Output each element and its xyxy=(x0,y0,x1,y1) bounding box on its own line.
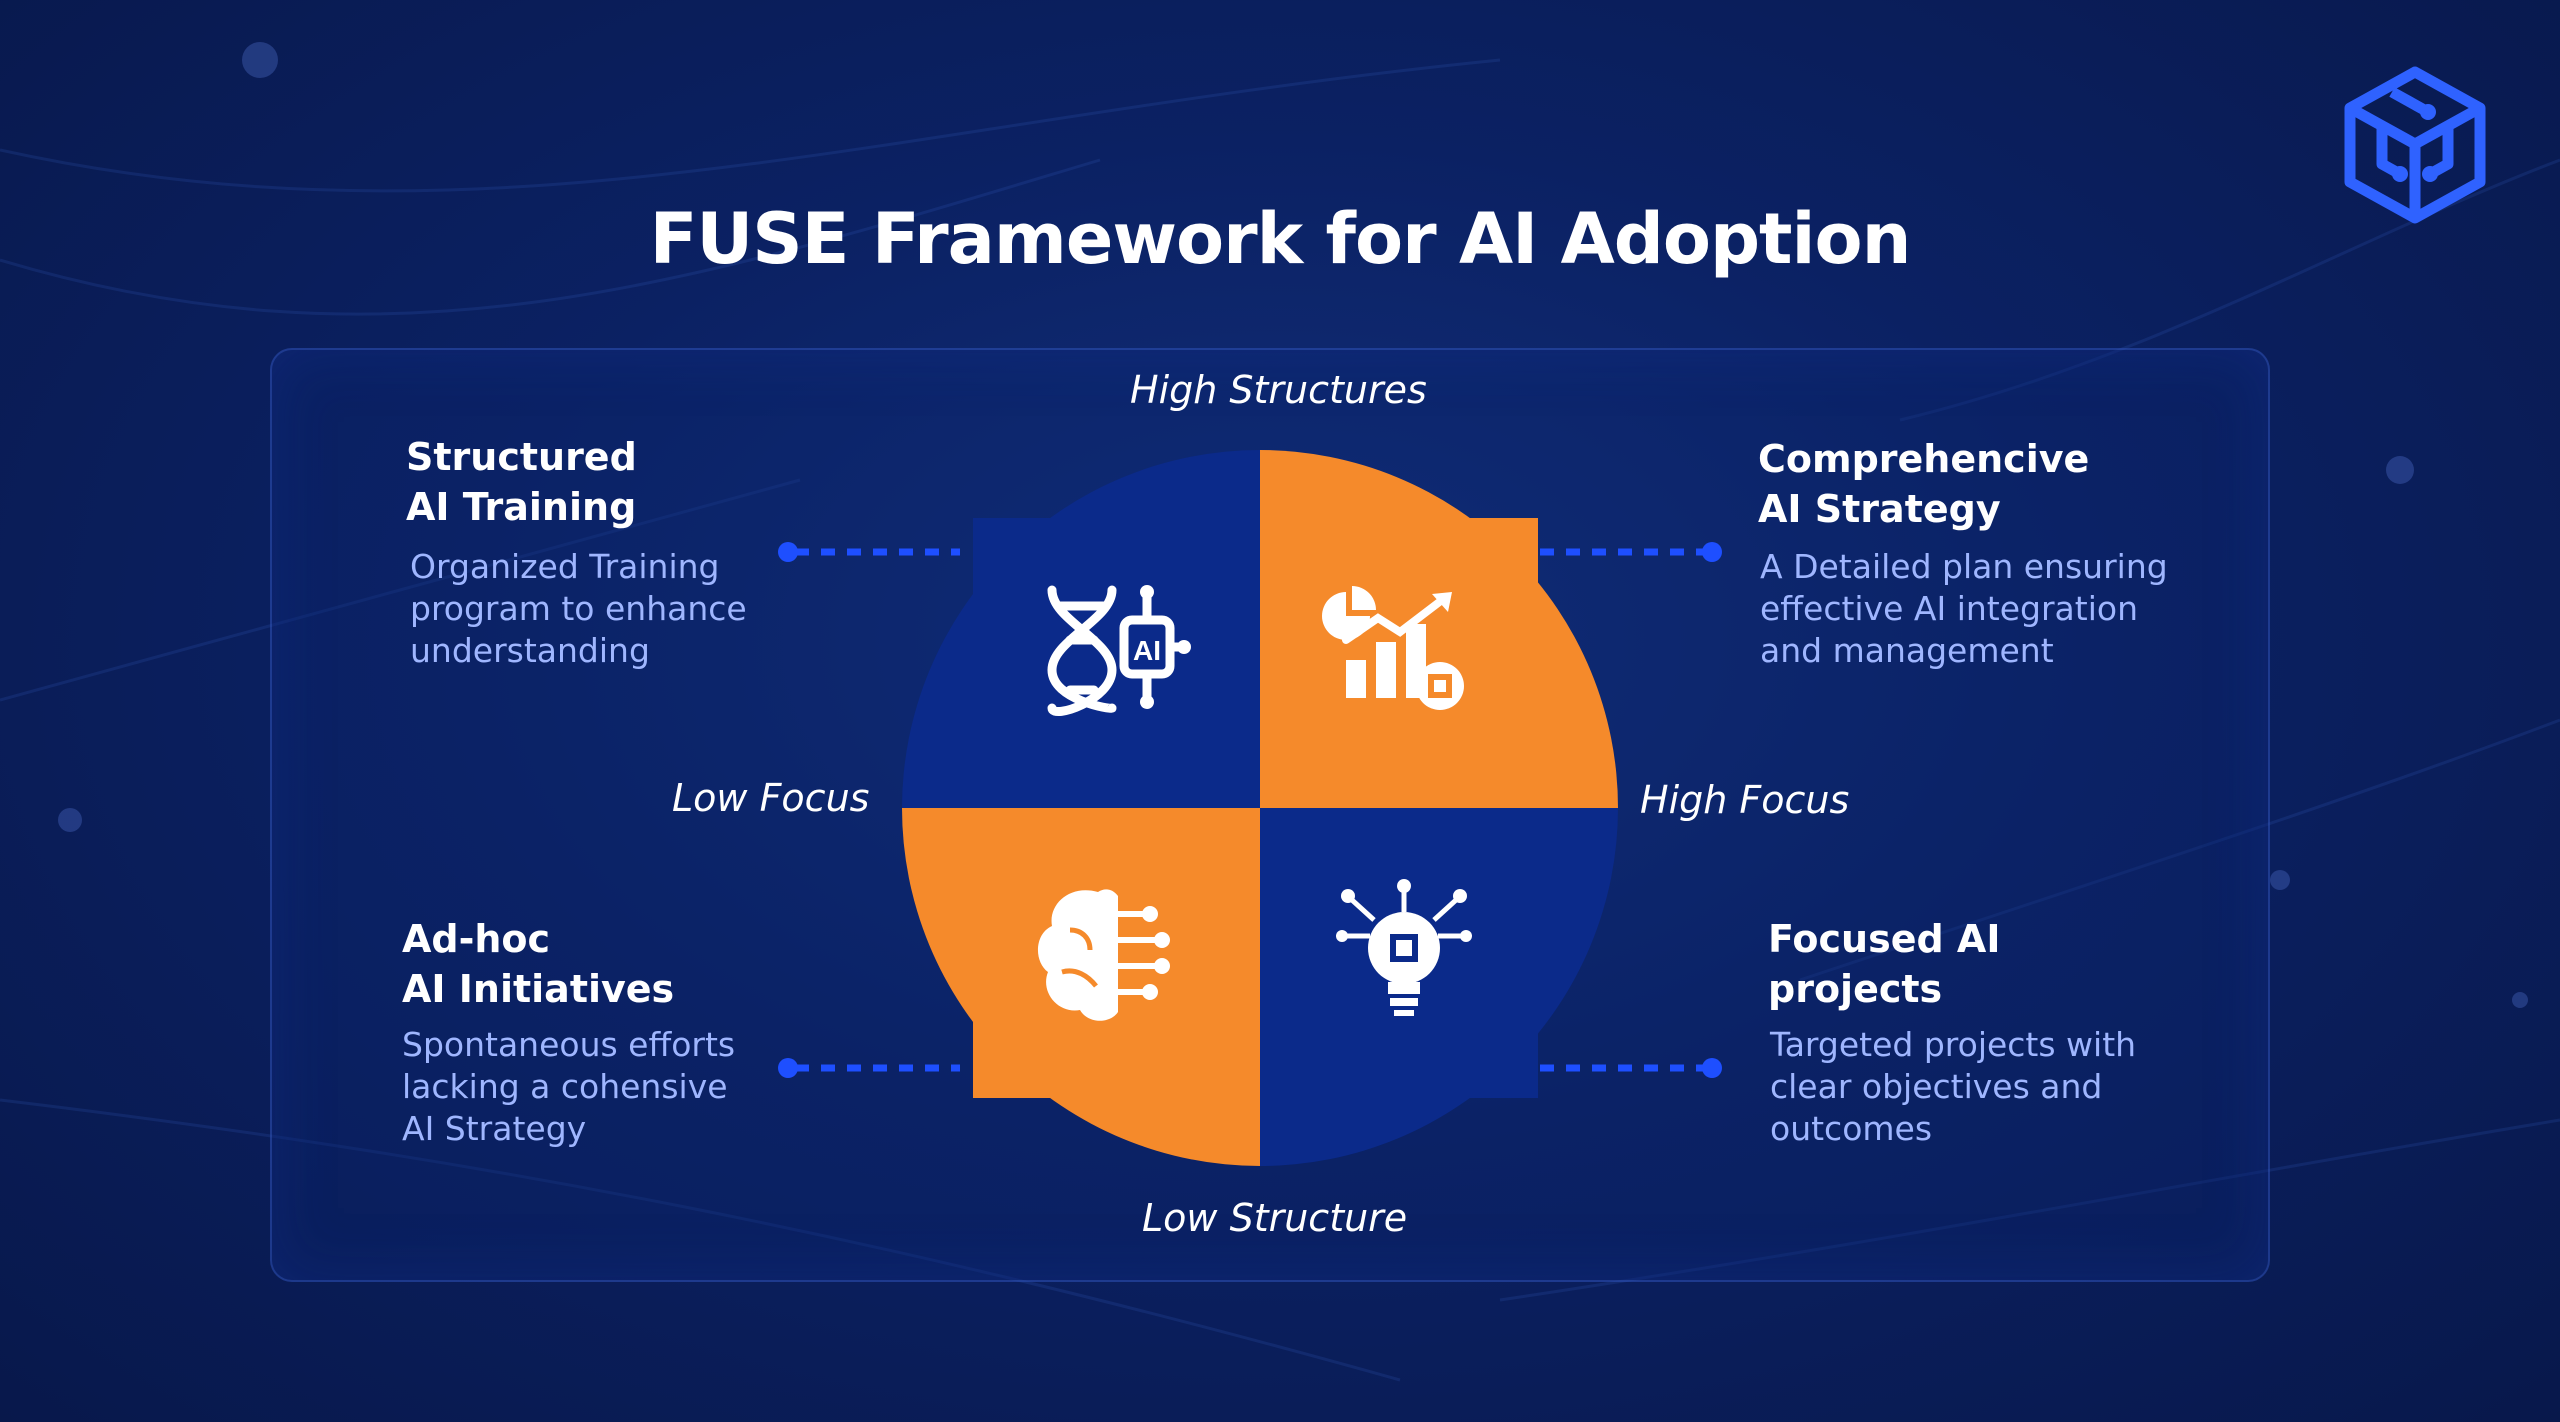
desc-line-1: Organized Training xyxy=(410,547,720,586)
connector-top-right xyxy=(1540,542,1722,562)
axis-label-bottom: Low Structure xyxy=(1142,1196,1408,1240)
desc-line-2: program to enhance xyxy=(410,589,747,628)
title-line-1: Comprehencive xyxy=(1758,437,2090,481)
axis-label-left: Low Focus xyxy=(672,776,870,820)
desc-line-2: clear objectives and xyxy=(1770,1067,2103,1106)
quadrant-top-right xyxy=(1260,450,1618,808)
dna-ai-icon xyxy=(1047,585,1185,716)
quadrant-desc-adhoc-ai-initiatives: Spontaneous efforts lacking a cohensive … xyxy=(402,1024,735,1150)
quadrant-title-focused-ai-projects: Focused AI projects xyxy=(1768,914,2000,1014)
brain-circuit-icon xyxy=(1037,889,1170,1021)
title-line-1: Focused AI xyxy=(1768,917,2001,961)
desc-line-3: and management xyxy=(1760,631,2054,670)
title-line-1: Ad-hoc xyxy=(402,917,551,961)
growth-chart-chip-icon xyxy=(1322,586,1464,710)
quadrant-title-comprehensive-ai-strategy: Comprehencive AI Strategy xyxy=(1758,434,2089,534)
svg-text:AI: AI xyxy=(1133,635,1161,666)
quadrant-desc-comprehensive-ai-strategy: A Detailed plan ensuring effective AI in… xyxy=(1760,546,2168,672)
desc-line-1: Targeted projects with xyxy=(1770,1025,2137,1064)
page-title: FUSE Framework for AI Adoption xyxy=(649,198,1912,280)
quadrant-desc-structured-ai-training: Organized Training program to enhance un… xyxy=(410,546,747,672)
desc-line-3: understanding xyxy=(410,631,650,670)
title-line-2: AI Training xyxy=(406,485,637,529)
connector-top-left xyxy=(778,542,960,562)
title-line-2: AI Strategy xyxy=(1758,487,2001,531)
axis-label-right: High Focus xyxy=(1640,778,1850,822)
connector-bottom-left xyxy=(778,1058,960,1078)
desc-line-3: outcomes xyxy=(1770,1109,1933,1148)
title-line-1: Structured xyxy=(406,435,637,479)
title-line-2: AI Initiatives xyxy=(402,967,675,1011)
connector-bottom-right xyxy=(1540,1058,1722,1078)
quadrant-title-adhoc-ai-initiatives: Ad-hoc AI Initiatives xyxy=(402,914,674,1014)
axis-label-top: High Structures xyxy=(1130,368,1427,412)
desc-line-2: effective AI integration xyxy=(1760,589,2138,628)
title-line-2: projects xyxy=(1768,967,1943,1011)
desc-line-2: lacking a cohensive xyxy=(402,1067,728,1106)
lightbulb-chip-icon xyxy=(1336,879,1472,1016)
desc-line-3: AI Strategy xyxy=(402,1109,587,1148)
desc-line-1: Spontaneous efforts xyxy=(402,1025,736,1064)
quadrant-title-structured-ai-training: Structured AI Training xyxy=(406,432,637,532)
desc-line-1: A Detailed plan ensuring xyxy=(1760,547,2168,586)
cube-logo-icon xyxy=(2330,60,2500,230)
quadrant-desc-focused-ai-projects: Targeted projects with clear objectives … xyxy=(1770,1024,2136,1150)
